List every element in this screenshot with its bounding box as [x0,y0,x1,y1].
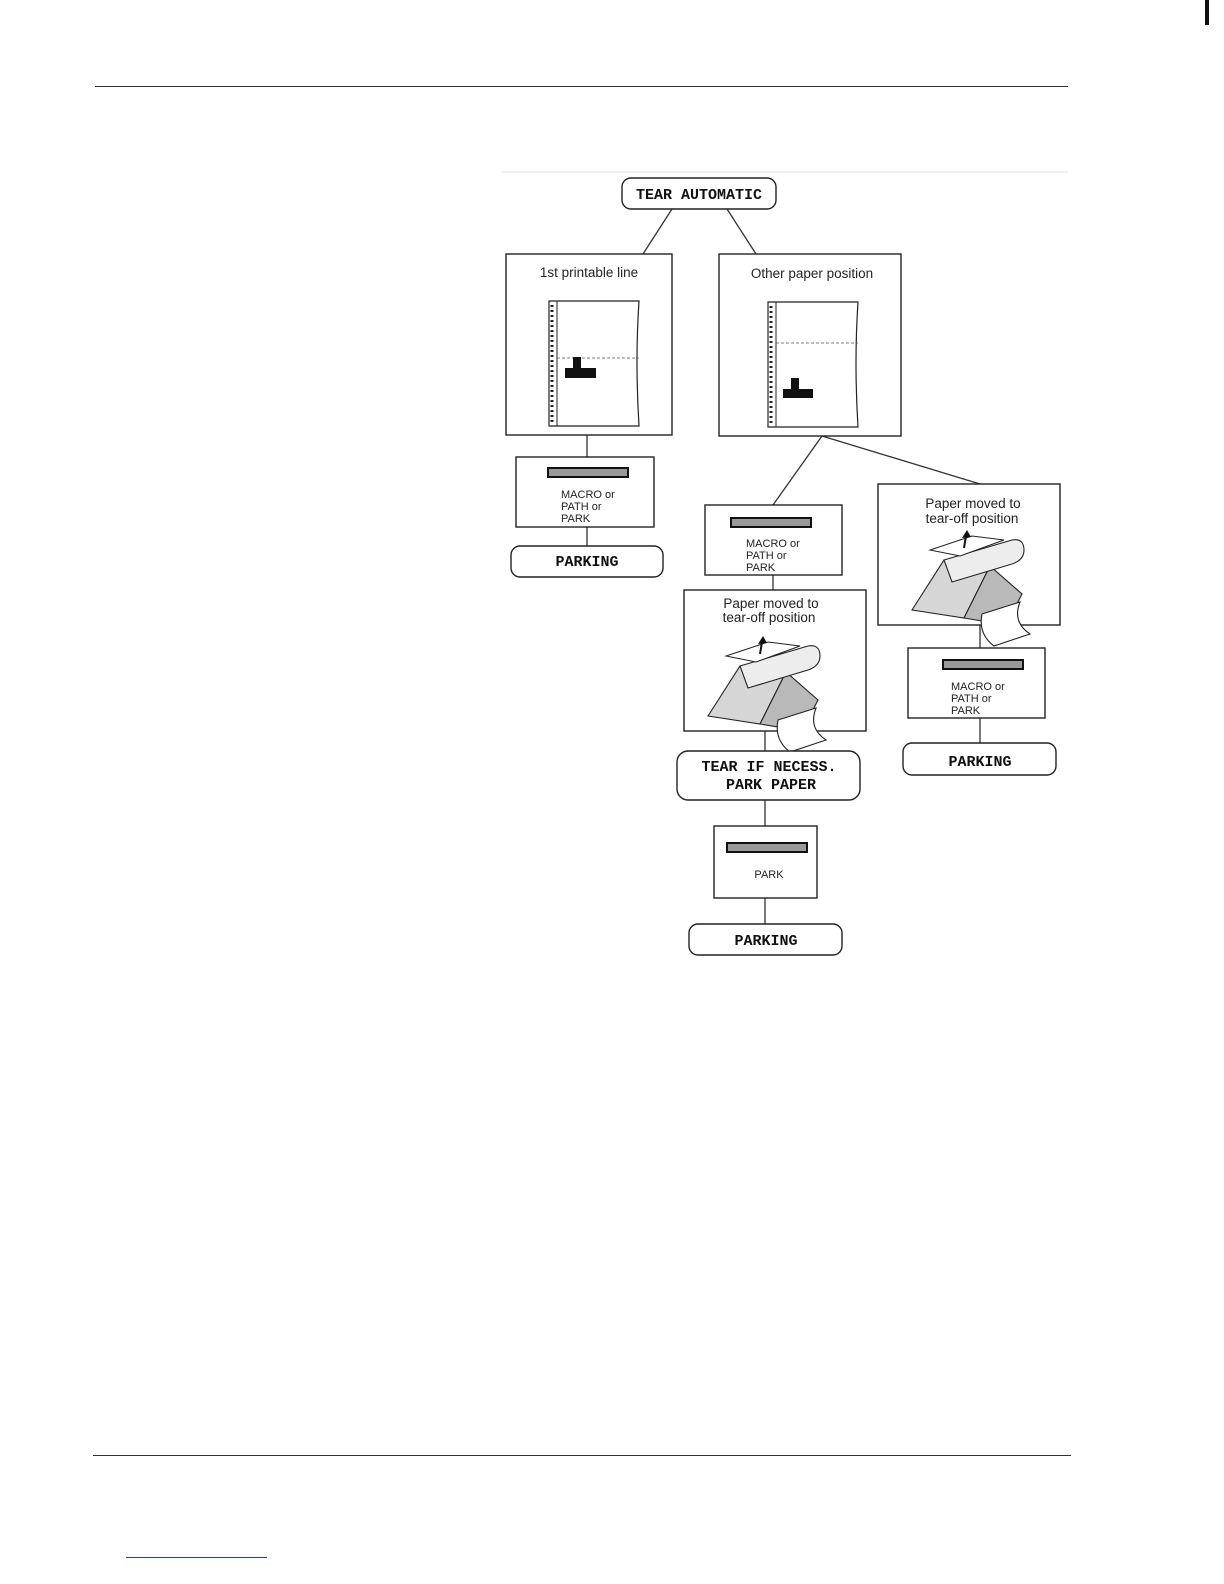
continuous-paper-icon [768,302,858,427]
macro-right-line2: PATH or [951,693,992,705]
tear-if-necess-display: TEAR IF NECESS. PARK PAPER [677,751,860,800]
panel-key-icon [731,518,811,527]
parking-right-label: PARKING [948,754,1011,771]
macro-panel-right: MACRO or PATH or PARK [908,648,1045,718]
macro-right-line1: MACRO or [951,681,1005,693]
other-paper-position-box: Other paper position [719,254,901,436]
macro-left-line2: PATH or [561,501,602,513]
footer-link-underline[interactable] [126,1557,267,1558]
macro-panel-middle: MACRO or PATH or PARK [705,505,842,575]
paper-moved-box-middle: Paper moved to tear-off position [684,590,866,752]
macro-mid-line1: MACRO or [746,538,800,550]
tear-if-necess-line1: TEAR IF NECESS. [701,759,836,776]
other-paper-position-label: Other paper position [751,266,873,281]
parking-left-label: PARKING [555,554,618,571]
macro-mid-line2: PATH or [746,550,787,562]
macro-mid-line3: PARK [746,562,776,574]
continuous-paper-icon [549,301,639,426]
park-label: PARK [754,869,784,881]
macro-right-line3: PARK [951,705,981,717]
footer-rule [93,1455,1071,1456]
paper-moved-box-right: Paper moved to tear-off position [878,484,1060,646]
macro-left-line3: PARK [561,513,591,525]
tear-if-necess-line2: PARK PAPER [726,777,816,794]
paper-moved-right-line1: Paper moved to [925,496,1020,511]
parking-display-right: PARKING [903,743,1056,775]
tear-automatic-label: TEAR AUTOMATIC [636,187,762,204]
paper-moved-right-line2: tear-off position [926,511,1019,526]
paper-moved-mid-line2: tear-off position [723,610,816,625]
panel-key-icon [943,660,1023,669]
first-printable-line-box: 1st printable line [506,254,672,435]
panel-key-icon [548,468,628,477]
first-printable-line-label: 1st printable line [540,265,638,280]
parking-display-bottom: PARKING [689,924,842,955]
tear-automatic-display: TEAR AUTOMATIC [622,178,776,209]
paper-moved-mid-line1: Paper moved to [723,596,818,611]
macro-left-line1: MACRO or [561,489,615,501]
panel-key-icon [727,843,807,852]
parking-bottom-label: PARKING [734,933,797,950]
park-panel: PARK [714,826,817,898]
parking-display-left: PARKING [511,546,663,577]
macro-panel-left: MACRO or PATH or PARK [516,457,654,527]
